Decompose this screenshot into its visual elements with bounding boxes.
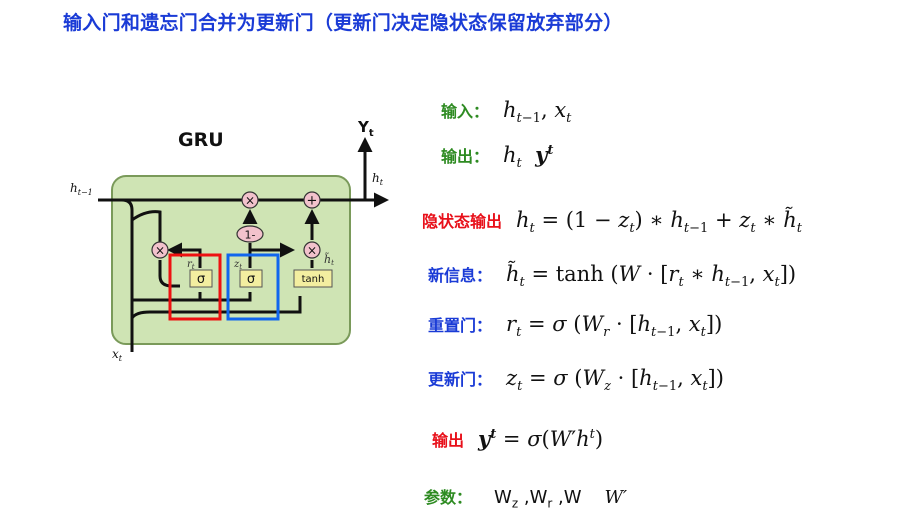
- one-minus-op: [236, 225, 264, 243]
- output-label: 输出：: [441, 147, 490, 166]
- update-gate-row: 更新门： zt = σ (Wz · [ht−1, xt]): [428, 366, 724, 394]
- update-gate-sigma: [239, 269, 263, 288]
- y-output-row: 输出 yt = σ(W′ht): [432, 426, 603, 451]
- newinfo-label: 新信息：: [428, 266, 493, 285]
- output-expr: ht yt: [503, 142, 554, 172]
- reset-label: 重置门：: [428, 316, 493, 335]
- diagram-heading: GRU: [178, 129, 224, 151]
- update-gate-highlight: [226, 253, 280, 321]
- page-title: 输入门和遗忘门合并为更新门（更新门决定隐状态保留放弃部分）: [63, 12, 623, 34]
- input-row: 输入： ht−1, xt: [441, 98, 571, 126]
- candidate-multiply-op: [303, 241, 321, 259]
- new-info-row: 新信息： h̃t = tanh (W · [rt ∗ ht−1, xt]): [428, 262, 796, 290]
- gru-cell-diagram: GRU × + 1- × × σ σ tanh ht−1 ht Yt xt rt…: [70, 118, 389, 363]
- add-op: [303, 191, 321, 209]
- label-rt: rt: [187, 259, 195, 271]
- reset-expr: rt = σ (Wr · [ht−1, xt]): [506, 312, 723, 341]
- yout-label: 输出: [432, 431, 465, 450]
- reset-multiply-op: [151, 241, 169, 259]
- output-row: 输出： ht yt: [441, 142, 553, 171]
- reset-gate-out-line: [167, 242, 202, 268]
- label-yt: Yt: [357, 118, 374, 139]
- reset-gate-sigma: [189, 269, 213, 288]
- update-gate-label: σ: [247, 272, 255, 287]
- tanh-gate: [293, 269, 333, 288]
- to-update-gate-line: [200, 292, 252, 302]
- update-label: 更新门：: [428, 370, 493, 389]
- params-label: 参数：: [424, 488, 473, 507]
- reset-multiply-symbol: ×: [155, 244, 165, 258]
- label-h-prev: ht−1: [70, 181, 93, 197]
- hidden-state-row: 隐状态输出 ht = (1 − zt) ∗ ht−1 + zt ∗ h̃t: [422, 208, 802, 236]
- top-multiply-op: [241, 191, 259, 209]
- yout-expr: yt = σ(W′ht): [478, 426, 604, 451]
- reset-gate-label: σ: [197, 272, 205, 287]
- label-h-out: ht: [372, 171, 384, 187]
- params-row: 参数： Wz ,Wr ,W W′: [424, 484, 627, 511]
- label-zt: zt: [233, 259, 242, 271]
- input-expr: ht−1, xt: [503, 98, 572, 127]
- label-xt: xt: [112, 347, 123, 363]
- top-multiply-symbol: ×: [245, 194, 255, 208]
- hprev-to-reset-mul: [131, 210, 162, 250]
- newinfo-expr: h̃t = tanh (W · [rt ∗ ht−1, xt]): [506, 262, 797, 291]
- candidate-multiply-symbol: ×: [307, 244, 317, 258]
- params-expr: Wz ,Wr ,W W′: [494, 487, 628, 511]
- add-symbol: +: [307, 194, 318, 209]
- input-label: 输入：: [441, 102, 490, 121]
- reset-gate-highlight: [168, 253, 222, 321]
- label-htilde: h̃t: [324, 253, 334, 267]
- hidden-label: 隐状态输出: [422, 212, 503, 231]
- hprev-down-line: [121, 198, 134, 318]
- update-expr: zt = σ (Wz · [ht−1, xt]): [506, 366, 724, 395]
- tanh-gate-label: tanh: [302, 274, 325, 285]
- reset-gate-row: 重置门： rt = σ (Wr · [ht−1, xt]): [428, 312, 722, 340]
- hidden-expr: ht = (1 − zt) ∗ ht−1 + zt ∗ h̃t: [516, 208, 802, 237]
- one-minus-symbol: 1-: [245, 229, 256, 242]
- reset-mul-to-tanh: [158, 260, 180, 288]
